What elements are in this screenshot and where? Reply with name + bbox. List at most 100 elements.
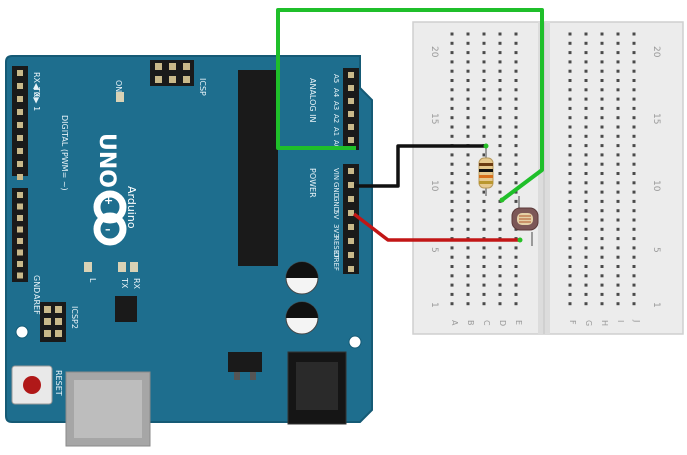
breadboard-row-numbers-left: 20 15 10 5 1 [429, 46, 439, 308]
breadboard-hole [632, 237, 636, 241]
analog-pin [348, 72, 354, 78]
breadboard-hole [584, 162, 588, 166]
digital-pin [17, 226, 23, 233]
breadboard-hole [600, 125, 604, 129]
power-pin-labels: VIN GND GND 5V 3V3 RESET IOREF [332, 168, 340, 271]
breadboard-hole [498, 218, 502, 222]
infinity-loop-left [93, 190, 127, 224]
breadboard-hole [600, 153, 604, 157]
breadboard-hole [584, 218, 588, 222]
breadboard-hole [632, 144, 636, 148]
led-rx [130, 262, 138, 272]
breadboard-hole [466, 274, 470, 278]
pin-label: A0 [332, 140, 340, 149]
breadboard-hole [466, 172, 470, 175]
breadboard-hole [514, 292, 518, 296]
breadboard-hole [482, 32, 486, 36]
breadboard-hole [450, 125, 454, 129]
col-letter: E [514, 320, 523, 325]
breadboard-hole [616, 106, 620, 110]
breadboard-hole [514, 190, 518, 194]
breadboard-hole [568, 51, 572, 55]
breadboard-col-letters: A B C D E F G H I J [450, 319, 641, 326]
breadboard-hole [616, 274, 620, 278]
breadboard-hole [600, 246, 604, 250]
breadboard-hole [568, 162, 572, 166]
pin-label: GND [332, 182, 340, 198]
col-letter: I [616, 320, 625, 322]
breadboard-hole [600, 69, 604, 73]
reset-button[interactable] [11, 365, 53, 405]
breadboard-hole [482, 283, 486, 287]
mount-hole [15, 325, 29, 339]
breadboard-hole [498, 162, 502, 166]
brand-arduino: Arduino [125, 186, 138, 229]
row-number: 10 [429, 180, 439, 192]
breadboard-hole [568, 32, 572, 36]
breadboard-hole [568, 302, 572, 306]
row-number: 20 [429, 46, 439, 58]
row-number: 15 [429, 113, 439, 124]
breadboard-hole [632, 190, 636, 194]
breadboard-hole [466, 227, 470, 231]
breadboard-hole [616, 218, 620, 222]
breadboard-hole [498, 209, 502, 213]
breadboard-hole [600, 32, 604, 36]
breadboard-hole [514, 181, 518, 185]
breadboard-hole [482, 51, 486, 55]
breadboard-hole [584, 181, 588, 185]
breadboard-hole [632, 302, 636, 306]
voltage-regulator [228, 352, 262, 380]
analog-pin [348, 98, 354, 104]
breadboard-hole [632, 274, 636, 278]
breadboard-hole [632, 246, 636, 250]
analog-pin-holes [348, 72, 354, 143]
breadboard-hole [514, 60, 518, 64]
breadboard-hole [568, 125, 572, 129]
breadboard-hole [600, 181, 604, 185]
digital-header-title: DIGITAL (PWM= ~) [60, 115, 69, 191]
breadboard-hole [568, 144, 572, 148]
digital-pin [17, 192, 23, 198]
breadboard-hole [616, 190, 620, 194]
breadboard-hole [498, 265, 502, 268]
pin-label: TX▶ 1 [32, 86, 41, 111]
breadboard-hole [600, 302, 604, 306]
breadboard-hole [514, 283, 518, 287]
breadboard-hole [450, 209, 454, 213]
capacitors [285, 261, 319, 335]
breadboard-hole [450, 97, 454, 101]
breadboard-hole [498, 246, 502, 250]
breadboard-hole [498, 292, 502, 296]
breadboard-hole [466, 60, 470, 64]
power-pin-holes [348, 168, 354, 272]
breadboard-hole [498, 125, 502, 129]
led-tx [118, 262, 126, 272]
breadboard-hole [568, 60, 572, 64]
breadboard-hole [632, 209, 636, 213]
breadboard-hole [584, 60, 588, 64]
minus-icon: – [105, 223, 111, 236]
breadboard-hole [466, 283, 470, 287]
breadboard-hole [600, 144, 604, 148]
breadboard-hole [584, 97, 588, 101]
breadboard-hole [616, 181, 620, 185]
breadboard-hole [482, 302, 486, 306]
row-number: 1 [429, 302, 439, 308]
breadboard-hole [450, 292, 454, 296]
on-label: ON [114, 80, 123, 92]
col-letter: C [482, 320, 491, 326]
breadboard-hole [616, 69, 620, 73]
breadboard-hole [584, 237, 588, 241]
breadboard-hole [482, 209, 486, 213]
breadboard: 20 15 10 5 1 20 15 10 5 1 A B C D E F G … [412, 21, 684, 335]
breadboard-hole [498, 60, 502, 64]
row-number: 20 [651, 46, 661, 58]
digital-pin [17, 83, 23, 89]
power-pin [348, 182, 354, 188]
breadboard-hole [450, 283, 454, 287]
breadboard-hole [498, 255, 502, 259]
breadboard-hole [632, 265, 636, 268]
breadboard-hole [600, 60, 604, 64]
breadboard-hole [482, 116, 486, 120]
